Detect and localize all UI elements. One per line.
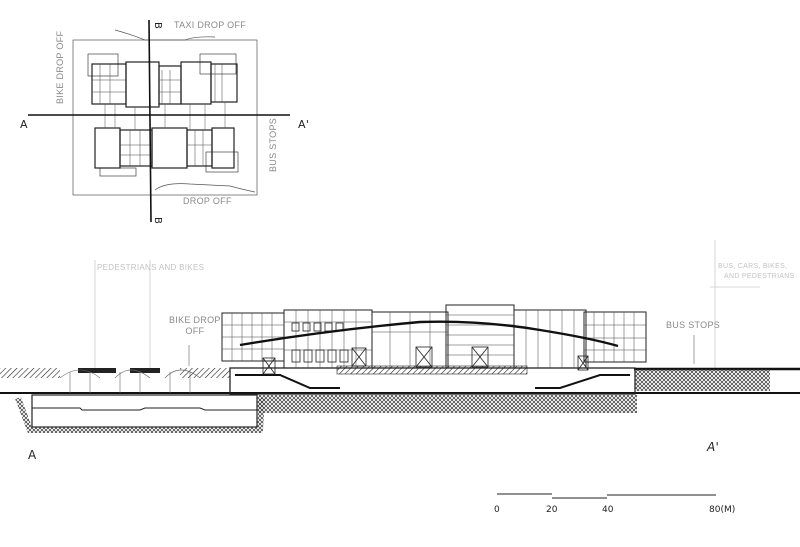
label-bus-stops-section: BUS STOPS [666, 320, 721, 330]
plan-section-a: A [20, 118, 28, 131]
roof-curve [239, 320, 619, 348]
bus-cars-line1: BUS, CARS, BIKES, [718, 263, 788, 270]
plan-section-b-bottom: B [152, 217, 163, 225]
section-drawing [0, 240, 800, 433]
scale-tick-40: 40 [602, 505, 614, 515]
label-drop-off: DROP OFF [183, 196, 232, 206]
scale-tick-80m: 80(M) [709, 505, 736, 515]
label-bus-cars-bikes-pedestrians: BUS, CARS, BIKES, AND PEDESTRIANS [718, 262, 795, 282]
scale-tick-0: 0 [494, 505, 500, 515]
label-taxi-drop-off: TAXI DROP OFF [174, 20, 247, 30]
scale-tick-20: 20 [546, 505, 558, 515]
bike-drop-line2: OFF [185, 326, 205, 336]
site-plan [28, 19, 290, 223]
section-label-a: A [28, 448, 37, 462]
label-pedestrians-and-bikes: PEDESTRIANS AND BIKES [97, 263, 205, 272]
label-bike-drop-off-plan: BIKE DROP OFF [55, 30, 65, 104]
bike-drop-line1: BIKE DROP [169, 315, 221, 325]
label-bus-stops-plan: BUS STOPS [268, 117, 278, 172]
section-label-a-prime: A' [707, 440, 720, 454]
plan-section-a-prime: A' [298, 118, 310, 131]
scale-bar [497, 493, 716, 499]
label-bike-drop-off-section: BIKE DROP OFF [169, 315, 221, 337]
section-line-b [148, 19, 152, 223]
bus-cars-line2: AND PEDESTRIANS [724, 273, 795, 280]
plan-section-b-top: B [152, 22, 163, 30]
